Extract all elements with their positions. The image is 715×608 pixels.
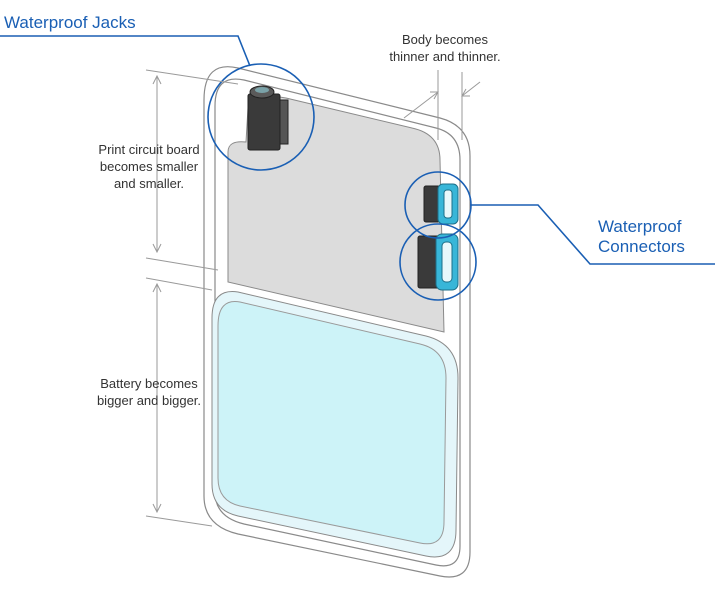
waterproof-connectors-line2: Connectors: [598, 237, 685, 256]
waterproof-connector-upper: [423, 183, 459, 225]
waterproof-jack: [247, 85, 289, 151]
body-thinner-label: Body becomes thinner and thinner.: [380, 31, 510, 65]
battery-bigger-label: Battery becomes bigger and bigger.: [74, 375, 224, 409]
battery: [211, 291, 459, 558]
pcb-smaller-line2: becomes smaller: [99, 159, 199, 174]
callout-jacks: [0, 35, 315, 171]
dimension-battery: [145, 277, 213, 527]
waterproof-connectors-label: Waterproof Connectors: [598, 217, 685, 257]
body-thinner-line2: thinner and thinner.: [389, 49, 501, 64]
battery-bigger-line1: Battery becomes: [100, 376, 198, 391]
pcb-smaller-line1: Print circuit board: [98, 142, 200, 157]
pcb-smaller-label: Print circuit board becomes smaller and …: [74, 141, 224, 192]
callout-connectors: [399, 171, 715, 301]
battery-bigger-line2: bigger and bigger.: [96, 393, 202, 408]
waterproof-jacks-label: Waterproof Jacks: [4, 13, 136, 32]
body-thinner-line1: Body becomes: [402, 32, 488, 47]
dimension-pcb: [145, 69, 239, 271]
waterproof-connectors-line1: Waterproof: [598, 217, 682, 236]
waterproof-connector-lower: [417, 233, 459, 291]
pcb-smaller-line3: and smaller.: [113, 176, 185, 191]
dimension-body-thickness: [403, 70, 481, 140]
phone-body: [203, 66, 471, 578]
